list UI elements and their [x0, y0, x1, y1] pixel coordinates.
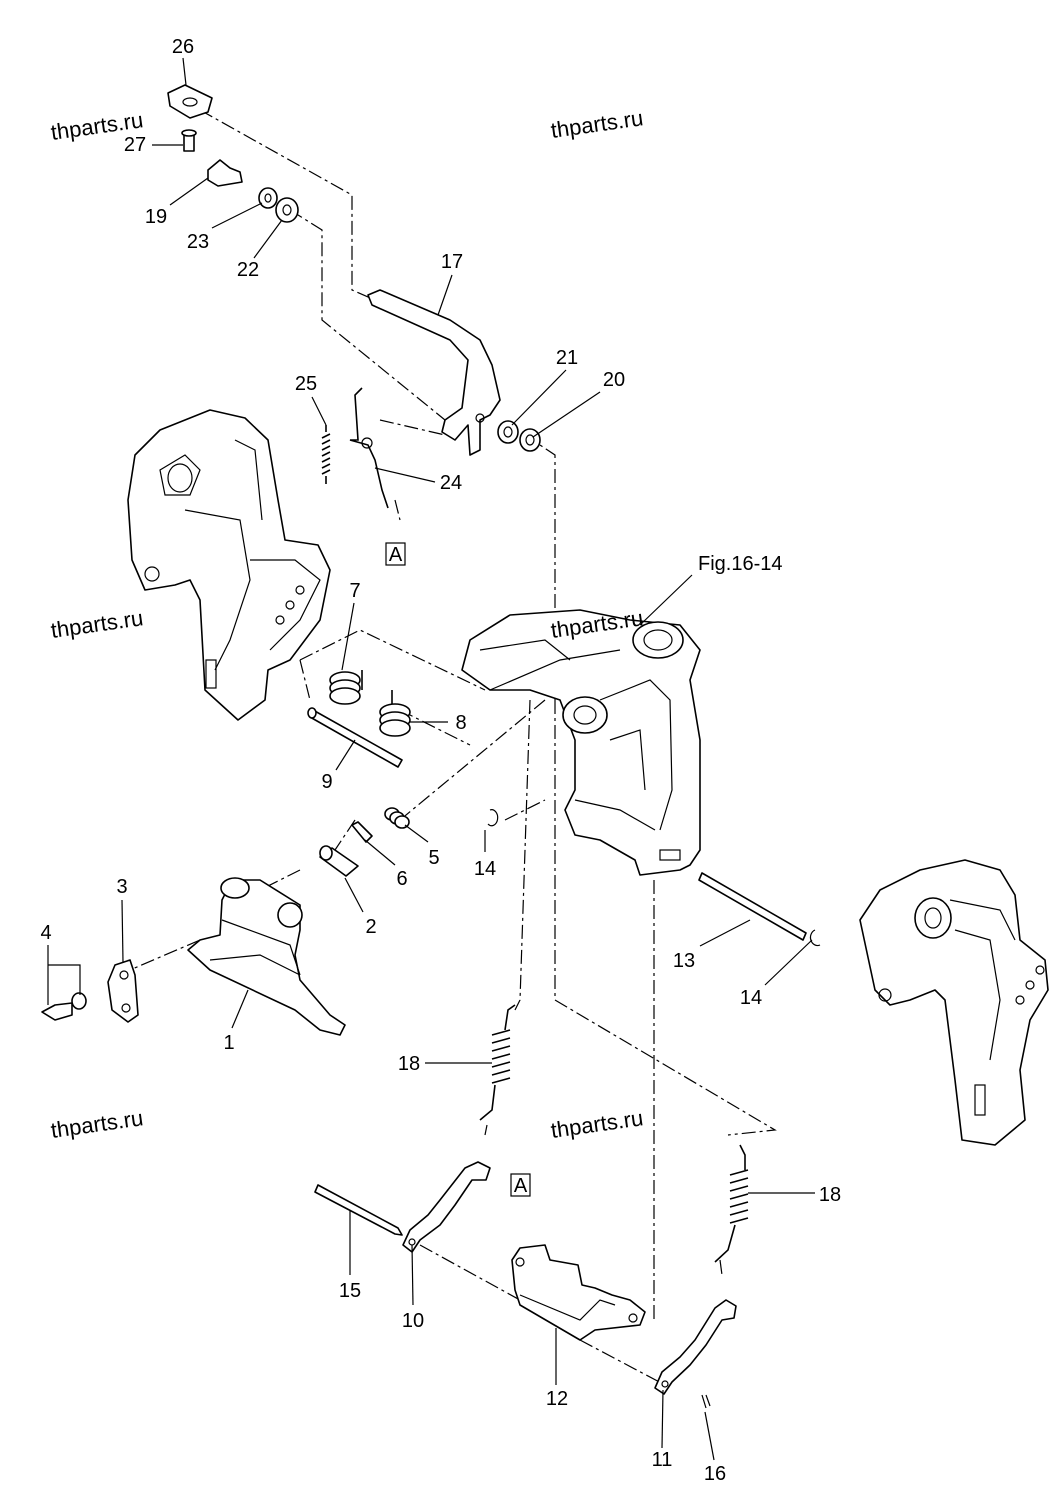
part-17-lever-plate — [367, 289, 501, 456]
part-21-collar — [497, 420, 519, 444]
part-15-rod — [314, 1184, 403, 1236]
part-13-rod — [698, 872, 807, 941]
callout-13: 13 — [673, 950, 695, 972]
callout-26: 26 — [172, 36, 194, 58]
callout-17: 17 — [441, 251, 463, 273]
part-16-cotter-pin — [701, 1394, 711, 1409]
callout-14-center: 14 — [474, 858, 496, 880]
fig-ref-leader: Fig.16-14 — [639, 553, 783, 626]
callout-19: 19 — [145, 206, 167, 228]
watermark-3: thparts.ru — [49, 605, 145, 643]
part-18-spring-right — [714, 1144, 749, 1263]
callout-7: 7 — [349, 580, 360, 602]
part-2-sleeve — [319, 845, 359, 877]
callout-14-right: 14 — [740, 987, 762, 1009]
callout-9: 9 — [321, 771, 332, 793]
ref-marker-a-bottom: A — [510, 1173, 531, 1197]
leader-lines — [121, 57, 815, 1461]
part-8-spring — [379, 690, 411, 737]
ref-marker-a-label: A — [389, 544, 403, 566]
callout-23: 23 — [187, 231, 209, 253]
part-4-bolt-washer — [41, 945, 87, 1021]
part-22-washer — [275, 197, 299, 223]
callout-5: 5 — [428, 847, 439, 869]
watermark-6: thparts.ru — [549, 1105, 645, 1143]
right-clamp-bracket — [859, 859, 1049, 1146]
callout-labels: 26 27 19 23 22 17 21 20 25 24 7 8 9 6 5 … — [40, 36, 841, 1485]
part-5-spring — [384, 807, 410, 829]
part-14-clip-center — [487, 809, 499, 827]
callout-18-left: 18 — [398, 1053, 420, 1075]
callout-12: 12 — [546, 1388, 568, 1410]
callout-21: 21 — [556, 347, 578, 369]
callout-4: 4 — [40, 922, 51, 944]
part-14-clip-right — [809, 929, 821, 947]
part-26-plate — [167, 84, 213, 119]
callout-10: 10 — [402, 1310, 424, 1332]
part-12-lever-bracket — [511, 1244, 646, 1341]
callout-3: 3 — [116, 876, 127, 898]
part-9-shaft — [307, 707, 403, 768]
callout-20: 20 — [603, 369, 625, 391]
watermark-5: thparts.ru — [49, 1105, 145, 1143]
part-11-lever — [654, 1299, 737, 1395]
callout-8: 8 — [455, 712, 466, 734]
part-18-spring-left — [479, 1004, 516, 1121]
callout-15: 15 — [339, 1280, 361, 1302]
callout-2: 2 — [365, 916, 376, 938]
callout-22: 22 — [237, 259, 259, 281]
left-clamp-bracket — [127, 409, 331, 721]
part-24-wire-spring — [349, 387, 389, 509]
part-10-lever — [402, 1161, 491, 1253]
callout-6: 6 — [396, 868, 407, 890]
part-1-lever-body — [187, 877, 346, 1036]
part-27-pin — [181, 129, 197, 152]
part-23-washer — [258, 187, 278, 209]
part-19-bolt — [207, 159, 243, 187]
callout-16: 16 — [704, 1463, 726, 1485]
part-25-spring — [321, 425, 331, 484]
part-3-bracket — [107, 959, 139, 1023]
part-20-washer — [519, 428, 541, 452]
callout-27: 27 — [124, 134, 146, 156]
callout-24: 24 — [440, 472, 462, 494]
part-6-clip — [351, 821, 373, 843]
ref-marker-a-top: A — [385, 542, 406, 566]
callout-11: 11 — [652, 1449, 673, 1471]
callout-18-right: 18 — [819, 1184, 841, 1206]
callout-25: 25 — [295, 373, 317, 395]
callout-1: 1 — [223, 1032, 234, 1054]
watermark-2: thparts.ru — [549, 105, 645, 143]
figure-reference: Fig.16-14 — [698, 553, 783, 575]
part-7-spring — [329, 670, 363, 705]
center-swivel-bracket — [461, 609, 701, 876]
ref-marker-a-label-2: A — [514, 1175, 528, 1197]
